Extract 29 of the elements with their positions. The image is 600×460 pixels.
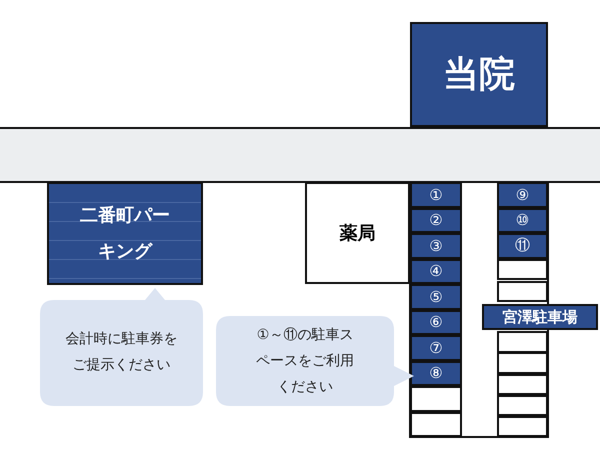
parking-space: ⑨: [497, 182, 548, 208]
parking-space: [497, 258, 548, 280]
parking-space: [497, 416, 548, 437]
note-text: 会計時に駐車券をご提示ください: [64, 330, 178, 375]
parking-space: [497, 280, 548, 302]
parking-space: ③: [410, 233, 462, 258]
parking-space: [410, 412, 462, 437]
parking-lot: 二番町パーキング: [47, 182, 203, 285]
building: 当院: [410, 22, 548, 127]
parking-space: [497, 331, 548, 352]
parking-sign: 宮澤駐車場: [482, 304, 598, 330]
parking-space: ④: [410, 258, 462, 284]
parking-space: ①: [410, 182, 462, 208]
note-text: ①～⑪の駐車スペースをご利用ください: [255, 326, 355, 397]
speech-bubble: [216, 316, 414, 406]
parking-space: ⑩: [497, 208, 548, 233]
pharmacy-building: 薬局: [305, 182, 410, 284]
parking-space: ⑦: [410, 335, 462, 360]
road: [0, 127, 600, 183]
parking-space: ⑪: [497, 233, 548, 258]
parking-space: ②: [410, 208, 462, 233]
parking-space: [497, 394, 548, 416]
parking-space: ⑧: [410, 360, 462, 386]
parking-space: ⑥: [410, 310, 462, 335]
parking-space: ⑤: [410, 284, 462, 310]
parking-space: [497, 374, 548, 395]
speech-bubble: [40, 286, 203, 406]
parking-space: [497, 352, 548, 374]
parking-space: [410, 386, 462, 412]
